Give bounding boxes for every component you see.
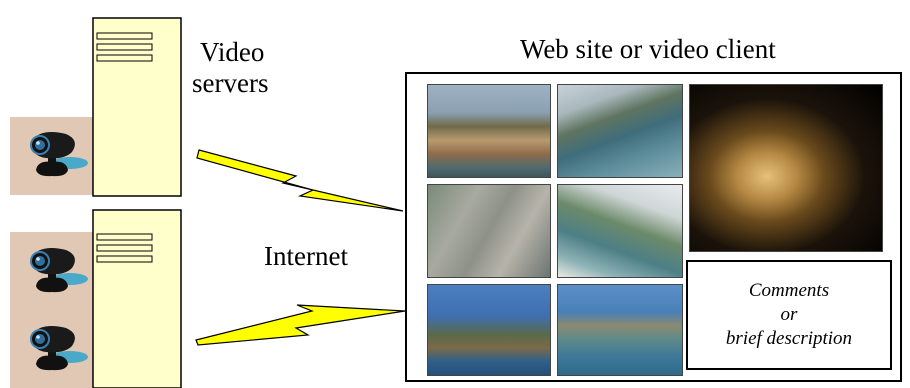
photo-thumbnail <box>557 284 683 376</box>
lightning-bolt-icon <box>195 304 406 346</box>
comments-text: Comments or brief description <box>726 279 852 351</box>
comments-line3: brief description <box>725 328 853 349</box>
photo-thumbnail <box>427 84 551 178</box>
photo-thumbnail <box>689 84 883 252</box>
video-servers-label-line2: servers <box>192 68 269 98</box>
photo-thumbnail <box>557 184 683 278</box>
server-icon <box>92 209 182 388</box>
web-site-label: Web site or video client <box>520 34 776 64</box>
photo-thumbnail <box>427 284 551 376</box>
lightning-bolt-icon <box>196 149 404 212</box>
comments-line1: Comments <box>748 280 830 301</box>
internet-label: Internet <box>264 241 348 271</box>
comments-line2: or <box>780 304 798 325</box>
server-icon <box>92 17 182 197</box>
video-servers-label-line1: Video <box>200 37 265 67</box>
comments-box: Comments or brief description <box>686 260 892 370</box>
photo-thumbnail <box>427 184 551 278</box>
photo-thumbnail <box>557 84 683 178</box>
